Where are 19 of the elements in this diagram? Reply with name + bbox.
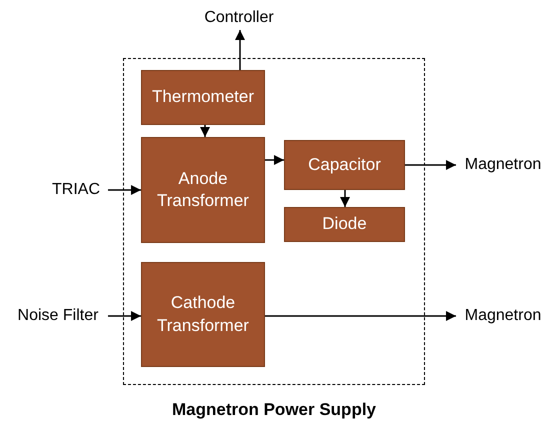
arrow <box>405 160 456 170</box>
arrow <box>108 311 141 321</box>
arrow <box>108 185 141 195</box>
process-box: Diode <box>284 207 405 242</box>
process-box: Thermometer <box>141 70 265 125</box>
endpoint-label: Noise Filter <box>8 304 108 328</box>
endpoint-label: Magnetron <box>456 304 550 328</box>
process-box: Anode Transformer <box>141 137 265 243</box>
arrow <box>235 30 245 70</box>
endpoint-label: TRIAC <box>44 178 108 202</box>
arrow <box>200 125 210 137</box>
group-title: Magnetron Power Supply <box>170 400 378 420</box>
endpoint-label: Magnetron <box>456 153 550 177</box>
arrow <box>265 155 284 165</box>
process-box: Capacitor <box>284 140 405 190</box>
arrow <box>340 190 350 207</box>
process-box: Cathode Transformer <box>141 262 265 367</box>
arrow <box>265 311 456 321</box>
endpoint-label: Controller <box>192 6 286 30</box>
